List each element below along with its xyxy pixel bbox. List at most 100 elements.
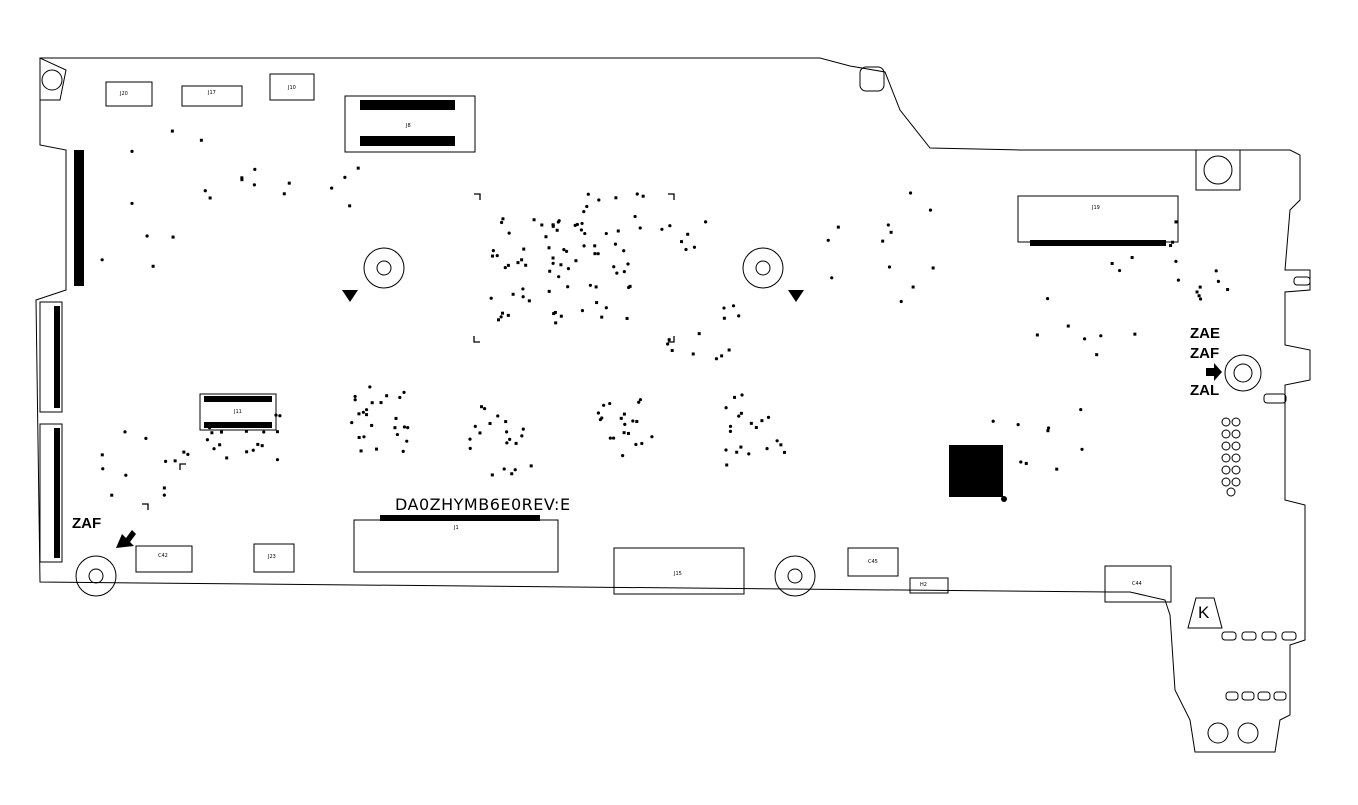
reg-mark-3 <box>668 193 675 200</box>
via <box>553 310 557 314</box>
mount-hole-bottom-right <box>1207 722 1259 744</box>
via <box>635 192 639 196</box>
via <box>728 424 733 428</box>
reg-mark-5 <box>179 463 186 470</box>
via <box>207 426 212 430</box>
via <box>714 357 719 361</box>
via <box>597 198 601 202</box>
via <box>401 449 405 453</box>
mount-hole-right <box>1224 354 1262 392</box>
via <box>931 266 935 270</box>
via <box>562 248 566 252</box>
via <box>564 249 569 253</box>
via <box>1174 220 1178 224</box>
connector-label-j1: J1 <box>454 525 459 531</box>
via <box>725 463 729 467</box>
via <box>495 253 499 258</box>
via <box>596 411 601 415</box>
via <box>635 420 639 424</box>
via <box>278 414 282 418</box>
mount-hole-3 <box>774 555 816 597</box>
via <box>566 285 570 289</box>
via <box>253 167 257 172</box>
connector-j11-pins <box>204 396 272 428</box>
via <box>766 415 771 419</box>
via <box>889 230 893 234</box>
via <box>496 414 500 418</box>
soc-pin1-marker <box>1001 496 1007 502</box>
via <box>497 318 501 322</box>
connector-left-fpc-1 <box>39 301 63 413</box>
connector-j15 <box>613 547 745 595</box>
via <box>619 416 623 420</box>
via <box>1019 460 1023 464</box>
via <box>244 429 248 433</box>
via <box>348 204 352 208</box>
pad-right-2 <box>1263 393 1287 404</box>
via <box>1171 240 1175 244</box>
connector-j8-pins <box>360 100 455 146</box>
via <box>256 442 260 446</box>
via <box>728 429 733 433</box>
via <box>205 438 210 442</box>
via <box>826 238 830 242</box>
via <box>615 271 619 275</box>
via <box>507 231 511 235</box>
pad-right-1 <box>1293 276 1311 286</box>
mount-hole-2 <box>742 247 784 289</box>
via <box>622 249 626 253</box>
via <box>218 443 222 447</box>
via <box>886 223 890 227</box>
via <box>887 265 892 269</box>
via <box>1046 429 1050 433</box>
connector-h2 <box>909 577 949 594</box>
via <box>379 401 383 405</box>
connector-j8-top <box>344 95 476 153</box>
via <box>151 264 155 268</box>
via <box>626 262 630 266</box>
via <box>582 244 586 248</box>
via <box>350 420 354 425</box>
via <box>634 442 638 447</box>
via <box>219 430 223 434</box>
via <box>739 445 743 449</box>
via <box>703 220 708 224</box>
via <box>580 309 585 313</box>
via <box>1055 467 1059 471</box>
via <box>529 464 533 468</box>
via <box>353 398 357 402</box>
via <box>1226 288 1230 292</box>
connector-label-j19: J19 <box>1092 205 1100 211</box>
via <box>199 138 203 142</box>
via <box>520 258 524 262</box>
via <box>478 431 482 435</box>
via <box>502 467 506 471</box>
via <box>1133 332 1137 336</box>
via <box>203 189 207 193</box>
via <box>275 430 279 434</box>
via <box>596 252 600 256</box>
via <box>524 263 528 267</box>
via <box>1082 337 1087 341</box>
via <box>170 129 174 133</box>
soc-chip <box>949 445 1003 497</box>
via <box>375 447 379 451</box>
via <box>551 223 555 227</box>
mount-hole-bl <box>75 555 117 597</box>
via <box>737 314 741 318</box>
via <box>722 306 726 310</box>
callout-zae-right: ZAE <box>1190 325 1220 342</box>
via <box>489 296 493 300</box>
via <box>275 458 280 462</box>
via <box>510 472 514 476</box>
via <box>240 176 244 180</box>
via <box>608 401 612 406</box>
mount-hole-tr <box>1195 149 1241 191</box>
via <box>628 284 632 288</box>
via <box>582 210 586 214</box>
via <box>1176 278 1180 282</box>
via <box>370 423 374 427</box>
connector-label-j10: J10 <box>288 85 296 91</box>
via <box>680 240 684 244</box>
vendor-mark-frame <box>1187 597 1223 629</box>
